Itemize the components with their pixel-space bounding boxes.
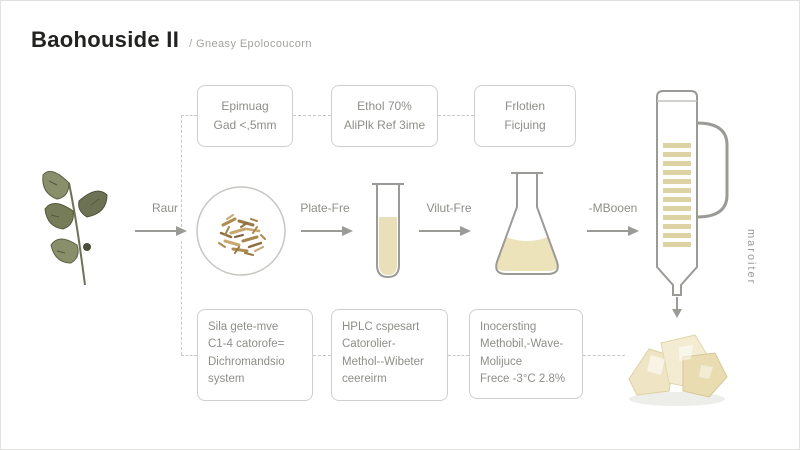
process-box-filtration: Frlotien Ficjuing: [474, 85, 576, 147]
connector-bottom-1: [181, 355, 197, 356]
box-line: Ethol 70%: [357, 99, 412, 114]
flow-label-mbooen: -MBooen: [588, 201, 638, 215]
box-line: Methol--Wibeter: [342, 355, 424, 368]
arrow-right-icon: [135, 226, 187, 236]
box-line: Dichromandsio: [208, 355, 285, 368]
connector-bottom-2: [313, 355, 331, 356]
box-line: AliPlk Ref 3ime: [343, 118, 426, 132]
box-line: Ficjuing: [504, 118, 546, 132]
page-subtitle: / Gneasy Epolocoucorn: [189, 38, 312, 50]
leaf-icon: [42, 170, 108, 286]
chromatography-column-icon: [656, 90, 729, 318]
connector-vertical-top: [181, 115, 182, 227]
process-box-hplc: HPLC cspesart Catorolier- Methol--Wibete…: [331, 309, 448, 401]
box-line: Frlotien: [504, 99, 545, 114]
test-tube-icon: [372, 183, 404, 279]
box-line: Catorolier-: [342, 338, 396, 351]
box-line: ceereirm: [342, 372, 387, 385]
connector-top-1: [181, 115, 197, 116]
box-line: HPLC cspesart: [342, 321, 420, 333]
erlenmeyer-flask-icon: [495, 172, 559, 275]
box-line: Sila gete-mve: [208, 321, 279, 333]
connector-bottom-4: [583, 355, 625, 356]
herb-dish-icon: [196, 186, 286, 276]
arrow-right-icon: [301, 226, 353, 236]
connector-bottom-3: [448, 355, 469, 356]
box-line: Frece -3°C 2.8%: [480, 372, 566, 385]
process-box-ethanol: Ethol 70% AliPlk Ref 3ime: [331, 85, 438, 147]
box-line: C1-4 catorofe=: [208, 338, 285, 351]
flow-label-plate: Plate-Fre: [300, 201, 350, 215]
connector-top-2: [293, 115, 331, 116]
box-line: Inocersting: [480, 321, 537, 333]
arrow-right-icon: [587, 226, 639, 236]
box-line: Molijuce: [480, 355, 523, 368]
page-title: Baohouside II: [31, 27, 180, 52]
box-line: Epimuag: [221, 99, 269, 114]
box-line: Gad <,5mm: [213, 118, 277, 132]
flow-label-vilut: Vilut-Fre: [426, 201, 472, 215]
connector-vertical-bottom: [181, 241, 182, 355]
connector-top-3: [438, 115, 474, 116]
header: Baohouside II / Gneasy Epolocoucorn: [31, 27, 312, 53]
box-line: Methobil,-Wave-: [480, 338, 564, 351]
process-box-silica: Sila gete-mve C1-4 catorofe= Dichromands…: [197, 309, 313, 401]
column-side-label: maroiter: [745, 229, 757, 286]
arrow-right-icon: [419, 226, 471, 236]
process-box-crystallization: Inocersting Methobil,-Wave- Molijuce Fre…: [469, 309, 583, 399]
box-line: system: [208, 372, 245, 385]
flow-label-raw: Raur: [151, 201, 178, 215]
crystals-icon: [628, 334, 728, 406]
process-box-milling: Epimuag Gad <,5mm: [197, 85, 293, 147]
